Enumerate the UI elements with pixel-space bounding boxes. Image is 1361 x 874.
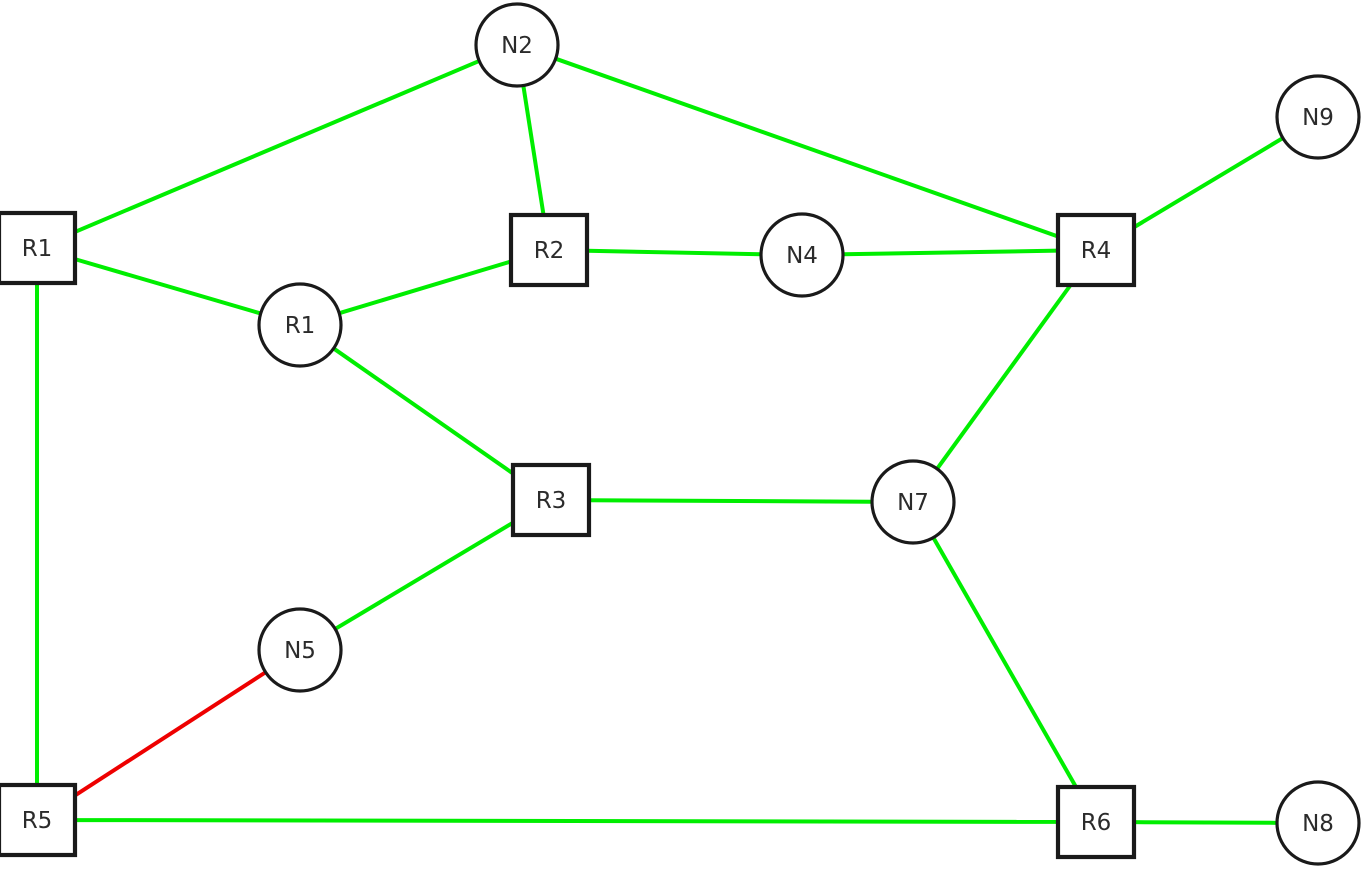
edge-link-r6_rect-to-n8[interactable] xyxy=(1133,820,1278,825)
edge-link-n2-to-r4_rect[interactable] xyxy=(554,56,1059,239)
node-circle-shape-n9[interactable] xyxy=(1275,74,1361,160)
edge-link-r2_rect-to-n4[interactable] xyxy=(586,248,762,257)
node-rect-shape-r5_rect[interactable] xyxy=(0,782,78,858)
edge-link-r1_rect-to-r1_circle[interactable] xyxy=(74,257,262,316)
node-circle-shape-r1_circle[interactable] xyxy=(257,282,343,368)
node-circle-shape-n7[interactable] xyxy=(870,459,956,545)
node-r2_rect[interactable]: R2 xyxy=(508,212,590,288)
node-r6_rect[interactable]: R6 xyxy=(1055,784,1137,860)
edge-link-r1_rect-to-n2[interactable] xyxy=(74,59,481,234)
node-r1_circle[interactable]: R1 xyxy=(257,282,343,368)
edge-link-n5-to-r5_rect[interactable] xyxy=(73,670,267,798)
edge-link-r4_rect-to-n9[interactable] xyxy=(1132,136,1284,229)
edge-link-n4-to-r4_rect[interactable] xyxy=(842,248,1059,257)
node-r3_rect[interactable]: R3 xyxy=(510,462,592,538)
node-n4[interactable]: N4 xyxy=(759,212,845,298)
node-r1_rect[interactable]: R1 xyxy=(0,210,78,286)
node-rect-shape-r6_rect[interactable] xyxy=(1055,784,1137,860)
edge-layer xyxy=(35,56,1284,825)
node-n7[interactable]: N7 xyxy=(870,459,956,545)
node-r5_rect[interactable]: R5 xyxy=(0,782,78,858)
node-n2[interactable]: N2 xyxy=(474,2,560,88)
node-circle-shape-n5[interactable] xyxy=(257,607,343,693)
node-rect-shape-r3_rect[interactable] xyxy=(510,462,592,538)
node-r4_rect[interactable]: R4 xyxy=(1055,212,1137,288)
edge-link-r1_circle-to-r2_rect[interactable] xyxy=(338,259,512,316)
node-rect-shape-r4_rect[interactable] xyxy=(1055,212,1137,288)
node-circle-shape-n2[interactable] xyxy=(474,2,560,88)
edge-link-r3_rect-to-n7[interactable] xyxy=(588,498,873,504)
node-n8[interactable]: N8 xyxy=(1275,780,1361,866)
edge-link-n7-to-r6_rect[interactable] xyxy=(931,536,1078,788)
node-n9[interactable]: N9 xyxy=(1275,74,1361,160)
node-rect-shape-r1_rect[interactable] xyxy=(0,210,78,286)
node-n5[interactable]: N5 xyxy=(257,607,343,693)
node-circle-shape-n4[interactable] xyxy=(759,212,845,298)
edge-link-r3_rect-to-n5[interactable] xyxy=(334,520,515,631)
edge-link-r1_circle-to-r3_rect[interactable] xyxy=(332,346,515,476)
edge-link-r5_rect-to-r6_rect[interactable] xyxy=(74,818,1059,824)
node-circle-shape-n8[interactable] xyxy=(1275,780,1361,866)
edge-link-r4_rect-to-n7[interactable] xyxy=(935,283,1073,470)
edge-link-n2-to-r2_rect[interactable] xyxy=(521,85,546,216)
node-rect-shape-r2_rect[interactable] xyxy=(508,212,590,288)
